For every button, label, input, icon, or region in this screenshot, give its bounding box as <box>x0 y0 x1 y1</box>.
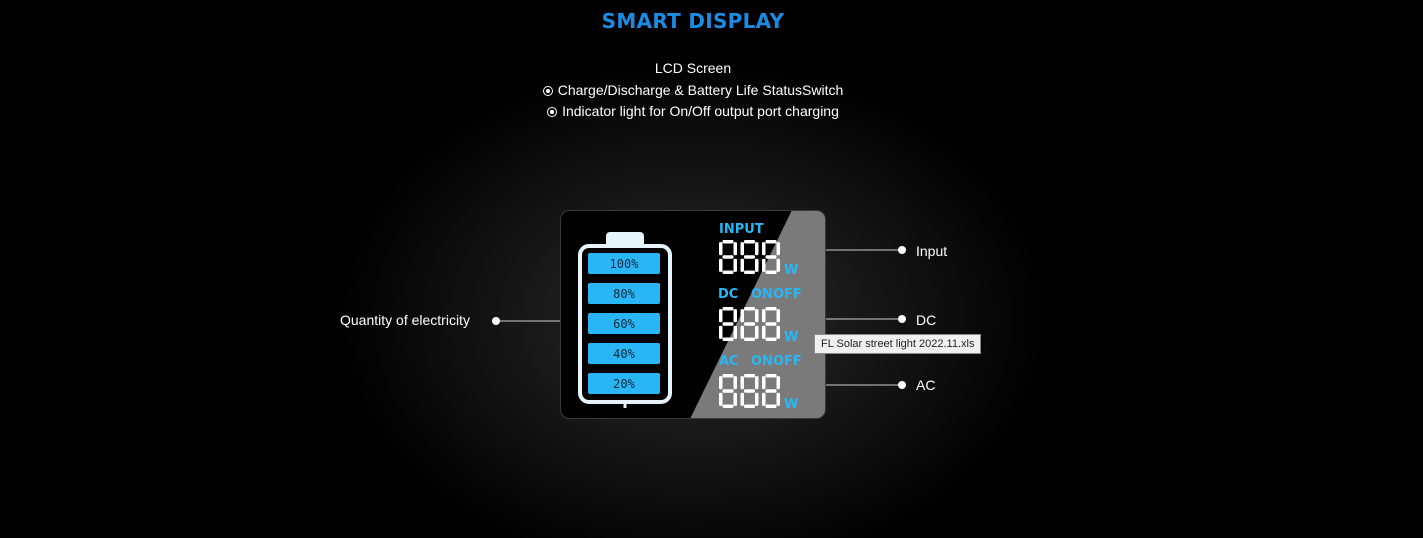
battery-level-label: 20% <box>613 377 635 391</box>
feature-bullet-1: Charge/Discharge & Battery Life StatusSw… <box>0 82 1386 98</box>
ac-on-label: ON <box>751 354 773 369</box>
quantity-callout-dot <box>492 317 500 325</box>
dc-on-label: ON <box>751 287 773 302</box>
dc-unit: W <box>784 330 798 345</box>
battery-level-bars: 100% 80% 60% 40% 20% <box>588 253 660 394</box>
battery-level-bar <box>588 253 660 274</box>
battery-level-label: 60% <box>613 317 635 331</box>
feature-bullet-2-text: Indicator light for On/Off output port c… <box>562 103 839 119</box>
battery-level-bar <box>588 283 660 304</box>
battery-level-label: 40% <box>613 347 635 361</box>
ac-callout-dot <box>898 381 906 389</box>
page-title: SMART DISPLAY <box>601 9 785 33</box>
radio-bullet-icon <box>547 107 558 117</box>
dc-label: DC <box>718 287 738 302</box>
battery-level-label: 100% <box>610 257 640 271</box>
battery-level-bar <box>588 343 660 364</box>
lcd-display: 100% 80% 60% 40% 20% INPUT DC ON OFF AC ON O… <box>560 210 826 419</box>
seven-segment-digit <box>762 307 780 341</box>
seven-segment-digit <box>719 240 737 274</box>
seven-segment-digit <box>740 307 759 341</box>
seven-segment-digit <box>740 240 759 274</box>
ac-off-label: OFF <box>773 354 802 369</box>
seven-segment-digits <box>719 240 780 408</box>
input-digits <box>719 240 780 274</box>
dc-callout-dot <box>898 315 906 323</box>
file-tooltip: FL Solar street light 2022.11.xls <box>814 334 982 354</box>
dc-off-label: OFF <box>773 287 802 302</box>
battery-level-label: 80% <box>613 287 635 301</box>
lcd-screen-subtitle: LCD Screen <box>654 60 732 76</box>
battery-level-bar <box>588 313 660 334</box>
radio-bullet-icon <box>542 86 553 96</box>
feature-bullet-1-text: Charge/Discharge & Battery Life StatusSw… <box>557 82 844 98</box>
seven-segment-digit <box>719 307 737 341</box>
input-unit: W <box>784 263 798 278</box>
dc-callout-label: DC <box>916 312 937 328</box>
seven-segment-digit <box>740 374 759 408</box>
quantity-callout-label: Quantity of electricity <box>340 312 470 328</box>
input-callout-dot <box>898 246 906 254</box>
seven-segment-digit <box>762 240 780 274</box>
input-label: INPUT <box>719 222 764 237</box>
seven-segment-digit <box>719 374 737 408</box>
feature-bullet-2: Indicator light for On/Off output port c… <box>0 103 1386 119</box>
ac-digits <box>719 374 780 408</box>
lcd-display-graphic: 100% 80% 60% 40% 20% INPUT DC ON OFF AC ON O… <box>560 210 826 419</box>
seven-segment-digit <box>762 374 780 408</box>
dc-digits <box>719 307 780 341</box>
ac-unit: W <box>784 397 798 412</box>
battery-level-bar <box>588 373 660 394</box>
input-callout-label: Input <box>916 243 948 259</box>
ac-callout-label: AC <box>916 377 936 393</box>
ac-label: AC <box>719 354 739 369</box>
